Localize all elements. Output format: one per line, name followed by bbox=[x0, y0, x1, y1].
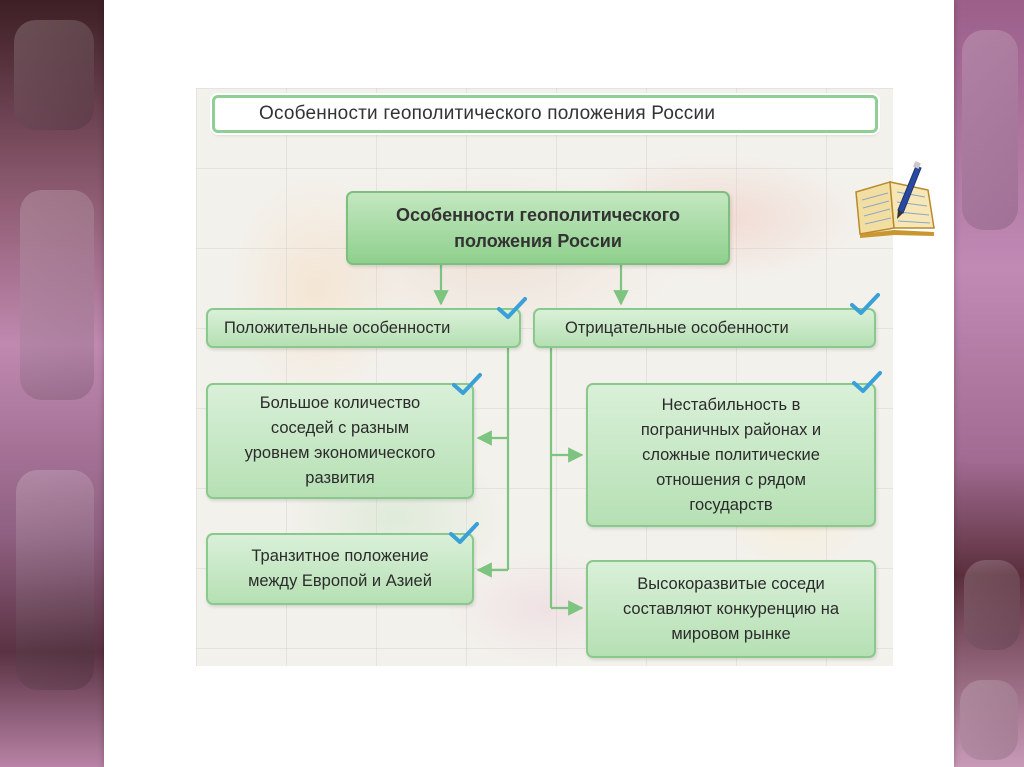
positive-header: Положительные особенности bbox=[206, 308, 521, 348]
check-icon bbox=[852, 371, 882, 393]
slide-title: Особенности геополитического положения Р… bbox=[212, 95, 878, 133]
root-line-1: Особенности геополитического bbox=[395, 205, 681, 225]
root-line-2: положения России bbox=[454, 231, 622, 251]
negative-item-1-line-4: отношения с рядом bbox=[656, 470, 806, 489]
negative-header-label: Отрицательные особенности bbox=[565, 318, 789, 337]
positive-header-label: Положительные особенности bbox=[224, 318, 451, 337]
negative-item-2-line-3: мировом рынке bbox=[671, 624, 791, 643]
negative-item-1-line-1: Нестабильность в bbox=[661, 395, 801, 414]
check-icon bbox=[850, 293, 880, 315]
left-side-panel bbox=[0, 0, 104, 767]
positive-item-1-line-2: соседей с разным bbox=[270, 419, 410, 437]
check-icon bbox=[497, 297, 527, 319]
negative-item-1-line-2: пограничных районах и bbox=[640, 420, 822, 439]
check-icon bbox=[452, 373, 482, 395]
negative-item-2-line-1: Высокоразвитые соседи bbox=[637, 574, 825, 593]
book-pen-icon bbox=[855, 161, 935, 238]
positive-item-2: Транзитное положение между Европой и Ази… bbox=[206, 533, 474, 605]
positive-item-2-line-2: между Европой и Азией bbox=[248, 572, 432, 590]
positive-item-1: Большое количество соседей с разным уров… bbox=[206, 383, 474, 499]
check-icon bbox=[449, 522, 479, 544]
negative-header: Отрицательные особенности bbox=[533, 308, 876, 348]
negative-item-1: Нестабильность в пограничных районах и с… bbox=[586, 383, 876, 527]
positive-item-1-line-4: развития bbox=[305, 469, 375, 487]
negative-item-2-line-2: составляют конкуренцию на bbox=[622, 599, 840, 618]
negative-item-1-line-5: государств bbox=[689, 495, 773, 514]
root-node: Особенности геополитического положения Р… bbox=[346, 191, 730, 265]
negative-item-2: Высокоразвитые соседи составляют конкуре… bbox=[586, 560, 876, 658]
right-side-panel bbox=[954, 0, 1024, 767]
positive-item-1-line-3: уровнем экономического bbox=[244, 444, 436, 462]
positive-item-2-line-1: Транзитное положение bbox=[251, 547, 429, 565]
positive-item-1-line-1: Большое количество bbox=[259, 394, 421, 412]
negative-item-1-line-3: сложные политические bbox=[642, 445, 820, 464]
